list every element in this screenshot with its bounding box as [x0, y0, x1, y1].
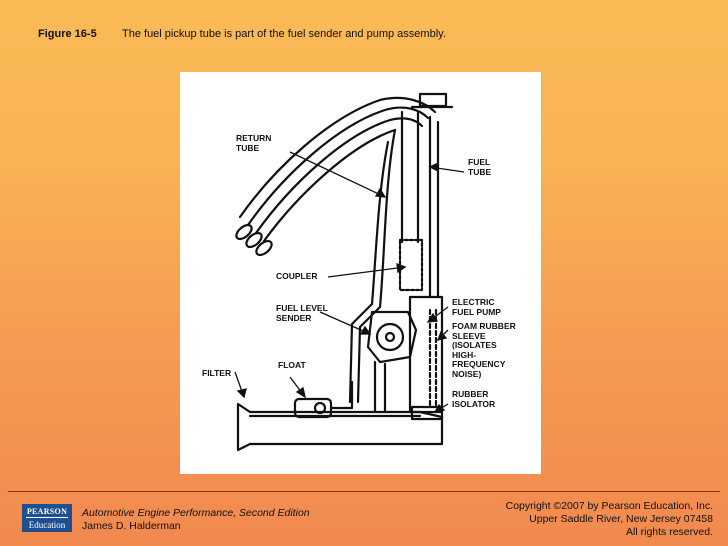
label-fuel-tube: FUEL TUBE [468, 157, 492, 177]
hose-inner [254, 117, 424, 235]
footer-divider [8, 491, 720, 492]
copyright-line-2: Upper Saddle River, New Jersey 07458 [529, 513, 713, 525]
label-coupler: COUPLER [276, 271, 318, 281]
label-fuel-level-sender: FUEL LEVEL SENDER [276, 303, 328, 323]
arrow-return-tube [289, 151, 386, 198]
sender-body [366, 310, 418, 364]
arrowhead-pump [426, 312, 439, 323]
arrow-sender [319, 311, 371, 335]
arrowhead-sender [359, 325, 372, 335]
copyright-block: Copyright ©2007 by Pearson Education, In… [506, 500, 713, 539]
copyright-line-1: Copyright ©2007 by Pearson Education, In… [505, 500, 713, 512]
filter-reservoir [236, 402, 444, 452]
book-author: James D. Halderman [82, 520, 181, 532]
arrowhead-fuel-tube [428, 161, 439, 173]
arrowhead-return-tube [374, 187, 387, 198]
label-filter: FILTER [202, 368, 232, 378]
label-rubber-isolator: RUBBER ISOLATOR [452, 389, 496, 409]
hose-outer [238, 96, 437, 219]
hose-end-2 [245, 231, 263, 249]
book-title: Automotive Engine Performance, Second Ed… [82, 507, 310, 519]
label-foam-rubber-sleeve: FOAM RUBBER SLEEVE (ISOLATES HIGH- FREQU… [452, 321, 516, 379]
fuel-sender-pump-diagram: RETURN TUBE FUEL TUBE COUPLER FUEL LEVEL… [180, 72, 541, 474]
arrowhead-coupler [396, 263, 407, 274]
return-tube-curve [356, 128, 397, 404]
figure-caption: The fuel pickup tube is part of the fuel… [122, 28, 446, 40]
logo-top-text: PEARSON [26, 507, 68, 516]
hose-end-1 [235, 223, 253, 241]
pearson-logo: PEARSON Education [22, 504, 72, 532]
hose-inner-2 [262, 128, 397, 243]
label-electric-fuel-pump: ELECTRIC FUEL PUMP [452, 297, 501, 317]
book-info: Automotive Engine Performance, Second Ed… [82, 507, 310, 533]
rubber-isolator [410, 405, 444, 421]
figure-number: Figure 16-5 [38, 28, 97, 40]
arrow-coupler [327, 266, 406, 278]
sender-dial [375, 322, 405, 352]
sender-hub [384, 331, 396, 343]
pump-sleeve [408, 295, 444, 414]
hose-middle [246, 106, 430, 227]
arrowhead-float [295, 386, 306, 399]
return-tube-curve-2 [348, 140, 390, 404]
diagram-drawing [234, 92, 465, 452]
arrowhead-filter [236, 388, 247, 399]
arrowhead-sleeve [436, 330, 448, 341]
label-float: FLOAT [278, 360, 306, 370]
label-return-tube: RETURN TUBE [236, 133, 272, 153]
hose-end-3 [255, 239, 273, 257]
logo-bottom-text: Education [28, 520, 66, 530]
coupler [398, 238, 424, 292]
arrowhead-isolator [433, 403, 446, 413]
copyright-line-3: All rights reserved. [626, 526, 713, 538]
float-arm [329, 380, 354, 410]
logo-divider [26, 517, 68, 518]
